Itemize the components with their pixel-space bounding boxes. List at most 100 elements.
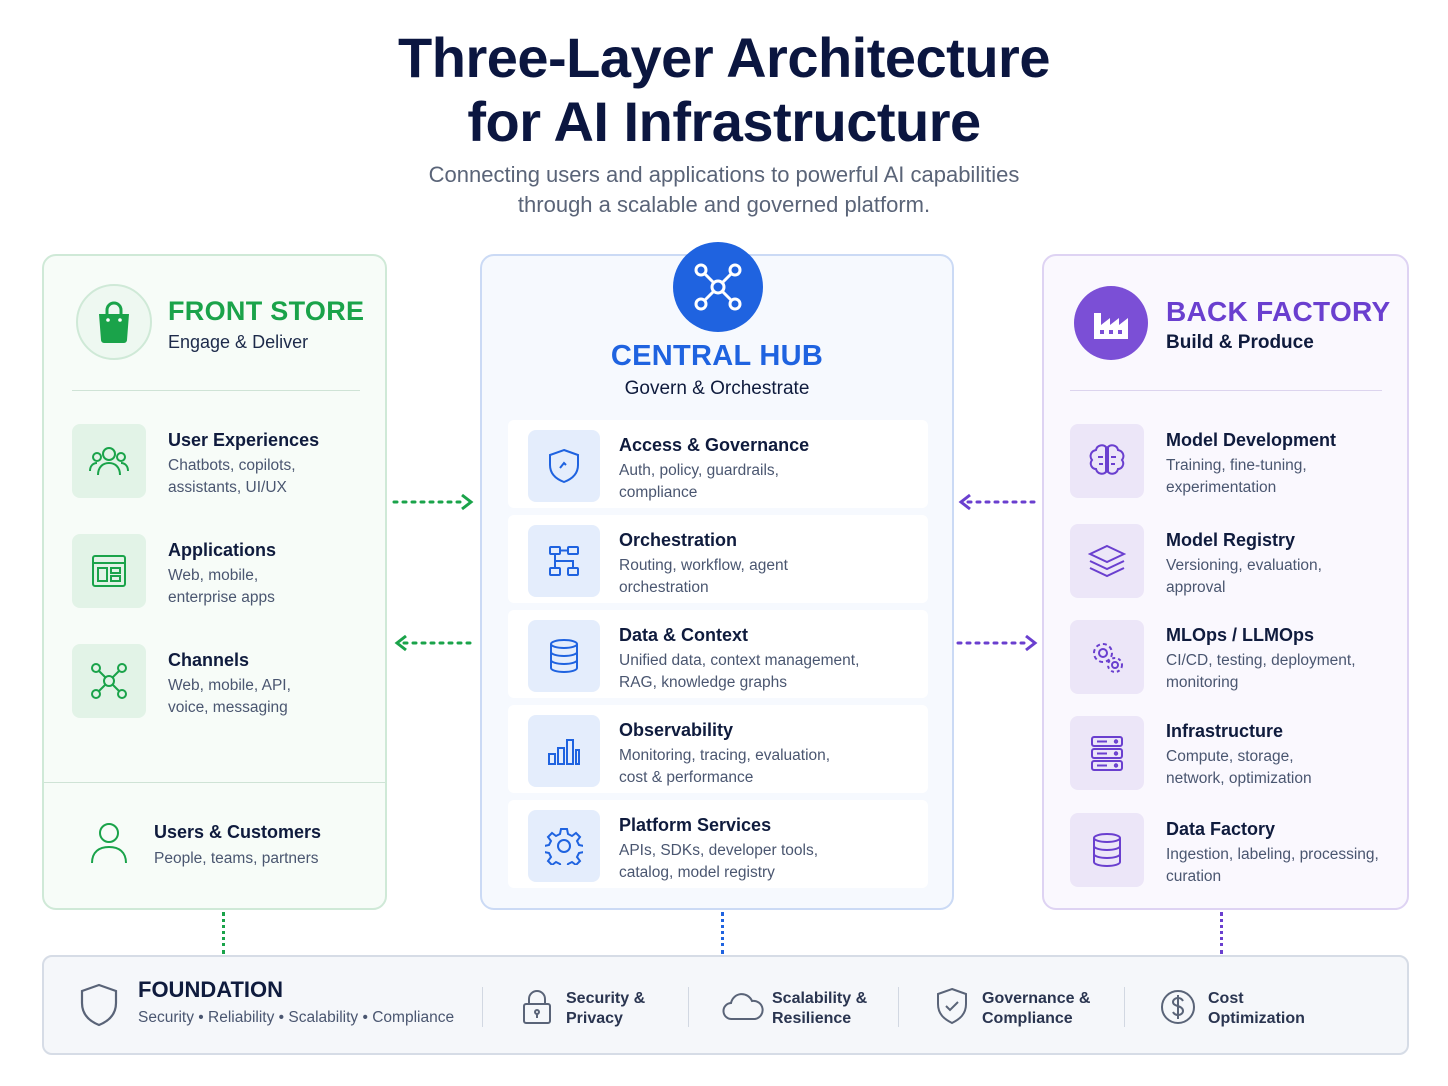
dollar-icon [1160, 989, 1196, 1025]
lock-icon [522, 989, 552, 1025]
front-item-title: User Experiences [168, 430, 320, 450]
foundation-separator [898, 987, 899, 1027]
foundation-pillar-label: Scalability & Resilience [772, 989, 867, 1029]
desc-line: Training, fine-tuning, [1166, 457, 1307, 474]
shield-icon [528, 430, 600, 502]
desc-line: assistants, UI/UX [168, 479, 287, 496]
users-icon [72, 424, 146, 498]
subtitle-line-1: Connecting users and applications to pow… [428, 162, 1020, 187]
factory-item-title: Model Development [1166, 430, 1337, 450]
app-window-icon [72, 534, 146, 608]
foundation-separator [1124, 987, 1125, 1027]
pillar-line: Governance & [982, 990, 1091, 1007]
hub-item-desc: Unified data, context management, RAG, k… [619, 650, 909, 694]
desc-line: Web, mobile, API, [168, 677, 291, 694]
desc-line: orchestration [619, 579, 709, 596]
bar-chart-icon [528, 715, 600, 787]
title-line-2: for AI Infrastructure [467, 90, 981, 153]
front-item-title: Applications [168, 540, 277, 560]
hub-item-title: Data & Context [619, 625, 749, 645]
foundation-bar: FOUNDATION Security • Reliability • Scal… [42, 955, 1409, 1055]
hub-nodes-icon [673, 242, 763, 332]
foundation-pillar-label: Cost Optimization [1208, 989, 1305, 1029]
back-factory-divider [1070, 390, 1382, 391]
hub-item-desc: Monitoring, tracing, evaluation, cost & … [619, 745, 909, 789]
shield-check-icon [936, 987, 968, 1025]
desc-line: Monitoring, tracing, evaluation, [619, 747, 831, 764]
hub-item-desc: Routing, workflow, agent orchestration [619, 555, 909, 599]
factory-item-desc: Versioning, evaluation, approval [1166, 555, 1396, 599]
desc-line: cost & performance [619, 769, 754, 786]
desc-line: Compute, storage, [1166, 748, 1294, 765]
user-icon [90, 822, 128, 864]
pillar-line: Scalability & [772, 990, 868, 1007]
gear-icon [528, 810, 600, 882]
desc-line: catalog, model registry [619, 864, 775, 881]
layers-icon [1070, 524, 1144, 598]
desc-line: experimentation [1166, 479, 1277, 496]
arrow-front-to-hub [392, 493, 474, 511]
desc-line: enterprise apps [168, 589, 275, 606]
shopping-bag-icon [76, 284, 152, 360]
hub-item-desc: APIs, SDKs, developer tools, catalog, mo… [619, 840, 909, 884]
server-icon [1070, 716, 1144, 790]
central-hub-panel: CENTRAL HUB Govern & Orchestrate Access … [480, 254, 954, 910]
front-store-footer-divider [44, 782, 385, 783]
front-item-desc: Chatbots, copilots, assistants, UI/UX [168, 455, 398, 499]
hub-item-title: Orchestration [619, 530, 738, 550]
title-line-1: Three-Layer Architecture [398, 26, 1050, 89]
database-icon [528, 620, 600, 692]
cog-cluster-icon [1070, 620, 1144, 694]
arrow-hub-to-front [394, 634, 476, 652]
pillar-line: Resilience [772, 1010, 852, 1027]
cloud-icon [722, 991, 764, 1021]
desc-line: Versioning, evaluation, [1166, 557, 1322, 574]
pillar-line: Compliance [982, 1010, 1073, 1027]
page-subtitle: Connecting users and applications to pow… [0, 160, 1448, 220]
desc-line: Chatbots, copilots, [168, 457, 296, 474]
brain-icon [1070, 424, 1144, 498]
desc-line: Ingestion, labeling, processing, [1166, 846, 1379, 863]
front-footer-desc: People, teams, partners [154, 850, 319, 867]
pillar-line: Optimization [1208, 1010, 1305, 1027]
hub-item-title: Access & Governance [619, 435, 810, 455]
page-title: Three-Layer Architecture for AI Infrastr… [0, 26, 1448, 154]
factory-item-title: Data Factory [1166, 819, 1276, 839]
factory-icon [1074, 286, 1148, 360]
foundation-separator [688, 987, 689, 1027]
foundation-subtitle: Security • Reliability • Scalability • C… [138, 1009, 455, 1026]
database-icon [1070, 813, 1144, 887]
desc-line: voice, messaging [168, 699, 288, 716]
factory-item-title: Infrastructure [1166, 721, 1284, 741]
front-store-title: FRONT STORE [168, 296, 365, 326]
desc-line: Unified data, context management, [619, 652, 860, 669]
desc-line: compliance [619, 484, 698, 501]
desc-line: curation [1166, 868, 1222, 885]
desc-line: Web, mobile, [168, 567, 259, 584]
factory-item-desc: CI/CD, testing, deployment, monitoring [1166, 650, 1396, 694]
foundation-title: FOUNDATION [138, 977, 284, 1002]
factory-item-title: MLOps / LLMOps [1166, 625, 1314, 645]
pillar-line: Privacy [566, 1010, 623, 1027]
desc-line: CI/CD, testing, deployment, [1166, 652, 1356, 669]
back-factory-subtitle: Build & Produce [1166, 332, 1314, 353]
desc-line: approval [1166, 579, 1226, 596]
factory-item-desc: Compute, storage, network, optimization [1166, 746, 1396, 790]
front-item-desc: Web, mobile, enterprise apps [168, 565, 398, 609]
desc-line: network, optimization [1166, 770, 1312, 787]
hub-item-title: Platform Services [619, 815, 772, 835]
arrow-hub-to-factory [956, 634, 1038, 652]
network-nodes-icon [72, 644, 146, 718]
pillar-line: Cost [1208, 990, 1244, 1007]
front-foundation-connector [222, 912, 225, 954]
front-item-desc: Web, mobile, API, voice, messaging [168, 675, 398, 719]
back-factory-title: BACK FACTORY [1166, 296, 1391, 327]
central-hub-title: CENTRAL HUB [610, 340, 824, 372]
front-store-divider [72, 390, 360, 391]
front-store-subtitle: Engage & Deliver [168, 332, 309, 352]
desc-line: APIs, SDKs, developer tools, [619, 842, 819, 859]
foundation-separator [482, 987, 483, 1027]
desc-line: monitoring [1166, 674, 1239, 691]
desc-line: Auth, policy, guardrails, [619, 462, 779, 479]
back-factory-panel: BACK FACTORY Build & Produce Model Devel… [1042, 254, 1409, 910]
